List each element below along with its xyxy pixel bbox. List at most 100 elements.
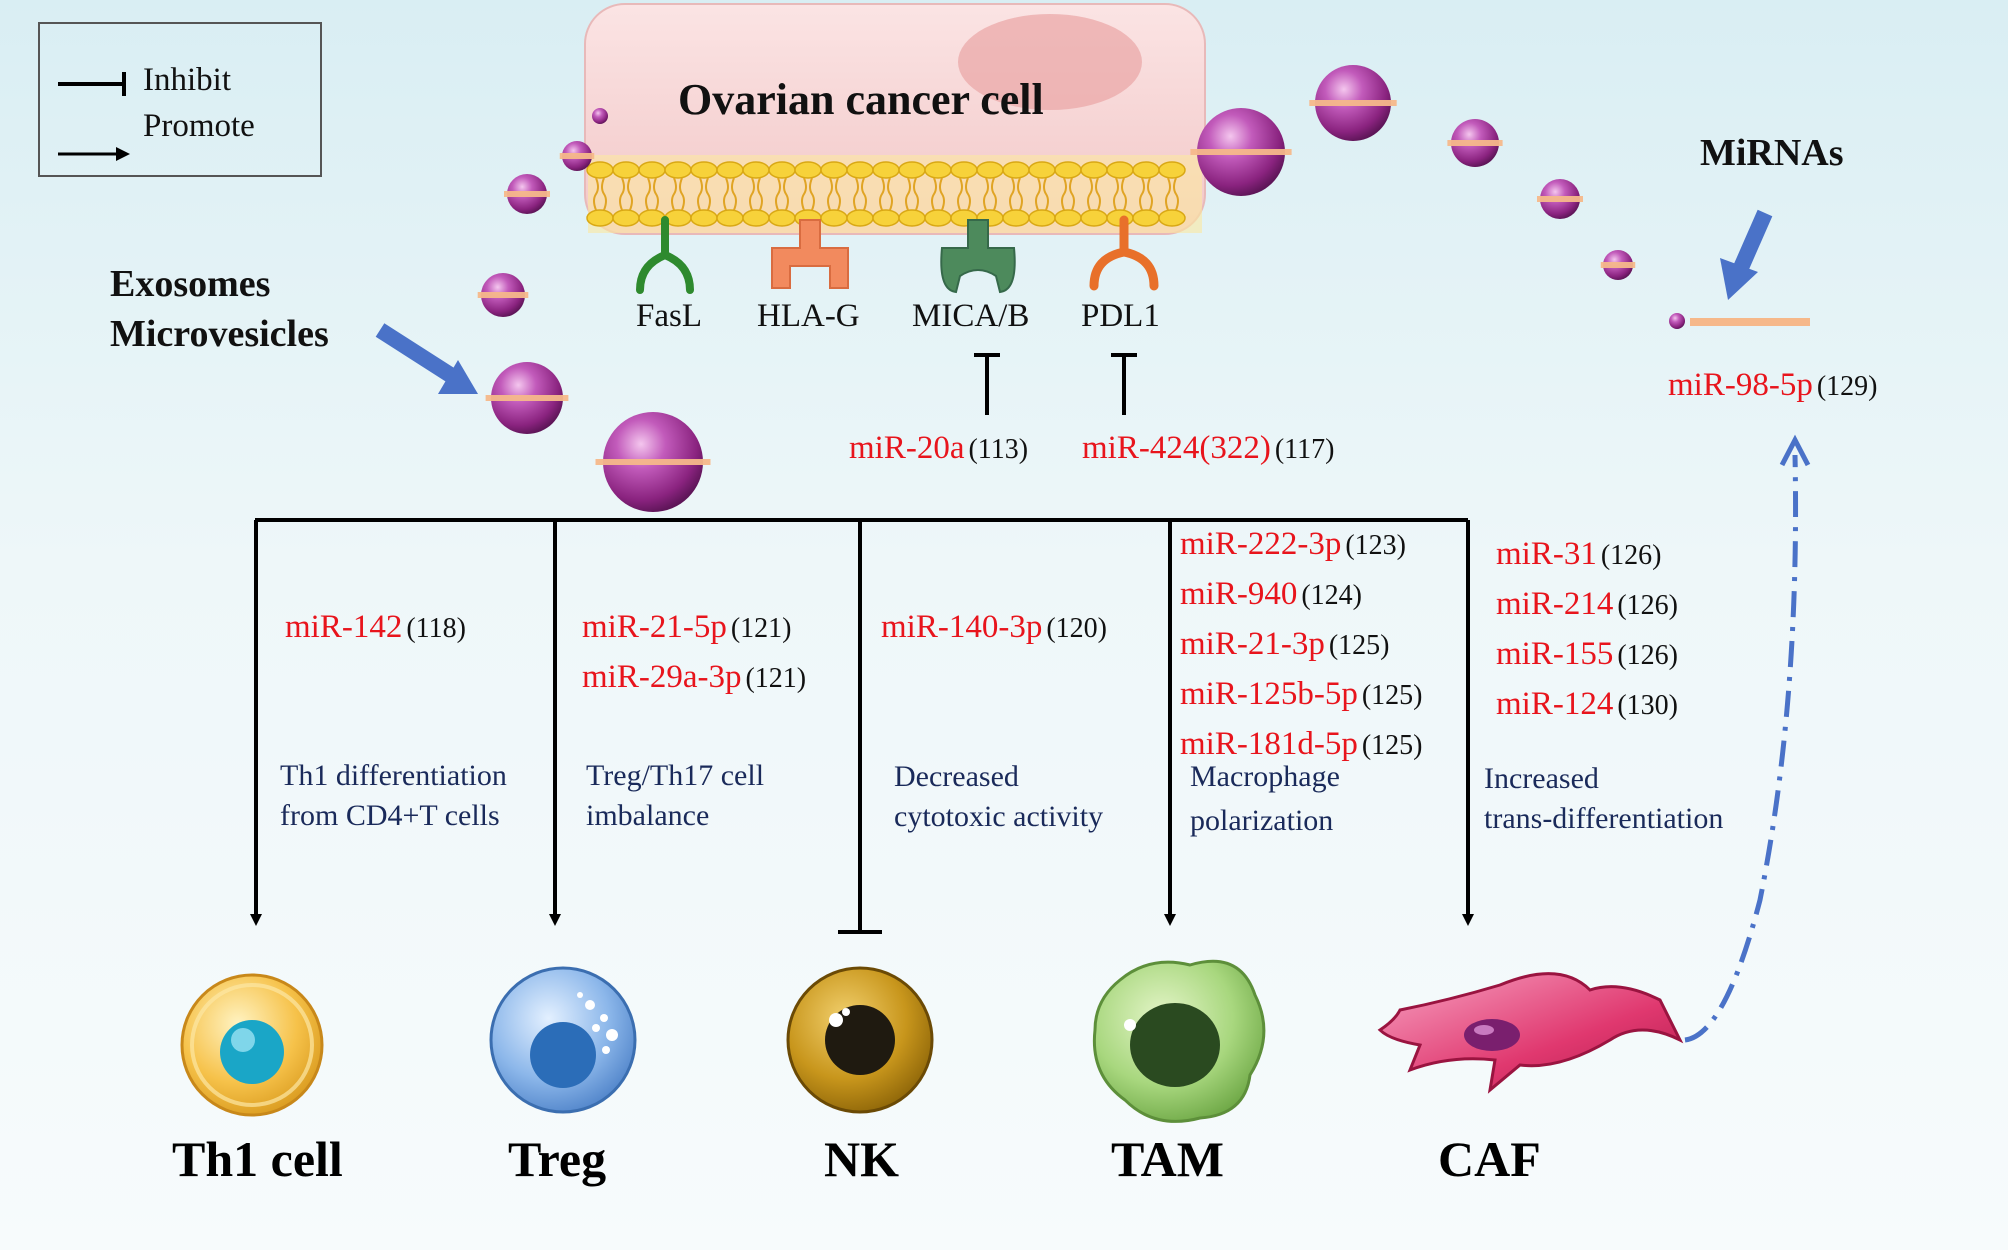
lipid-head bbox=[690, 161, 718, 179]
lipid-head bbox=[924, 209, 952, 227]
tam-mirna-list: miR-222-3p (123) miR-940 (124) miR-21-3p… bbox=[1180, 522, 1422, 772]
mirna-name: miR-98-5p bbox=[1668, 367, 1813, 403]
nk-cell-icon bbox=[786, 966, 934, 1114]
mirna-ref: (121) bbox=[730, 613, 792, 644]
mirna-name: miR-181d-5p bbox=[1180, 726, 1358, 762]
mirna-ref: (121) bbox=[745, 663, 807, 694]
mirna-name: miR-21-3p bbox=[1180, 626, 1325, 662]
mirna-entry: miR-155 (126) bbox=[1496, 632, 1678, 682]
exosome-arrow-icon bbox=[375, 323, 478, 394]
mirna-entry: miR-222-3p (123) bbox=[1180, 522, 1422, 572]
lipid-tail bbox=[1139, 177, 1153, 211]
mirna-name: miR-142 bbox=[285, 609, 403, 645]
lipid-head bbox=[976, 161, 1004, 179]
cell-title: Ovarian cancer cell bbox=[678, 75, 1044, 124]
lipid-head bbox=[690, 209, 718, 227]
promote-symbol-icon bbox=[58, 147, 130, 161]
vesicle-band bbox=[559, 153, 595, 159]
mirna-entry: miR-181d-5p (125) bbox=[1180, 722, 1422, 772]
treg-mirna-list: miR-21-5p (121) miR-29a-3p (121) bbox=[582, 605, 806, 705]
lipid-head bbox=[768, 209, 796, 227]
mirna-name: miR-124 bbox=[1496, 686, 1614, 722]
lipid-head bbox=[820, 161, 848, 179]
lipid-head bbox=[950, 161, 978, 179]
lipid-head bbox=[716, 161, 744, 179]
inhibit-micab-line bbox=[974, 353, 1000, 415]
lipid-head bbox=[898, 161, 926, 179]
treg-effect: Treg/Th17 cell imbalance bbox=[586, 756, 764, 836]
lipid-tail bbox=[697, 177, 711, 211]
effect-line: imbalance bbox=[586, 799, 710, 832]
caf-cell-name: CAF bbox=[1438, 1131, 1541, 1187]
mirna-ref: (126) bbox=[1600, 540, 1662, 571]
lipid-tail bbox=[1087, 177, 1101, 211]
lipid-head bbox=[846, 161, 874, 179]
tam-cell-name: TAM bbox=[1111, 1131, 1224, 1187]
lipid-tail bbox=[723, 177, 737, 211]
caf-effect: Increased trans-differentiation bbox=[1484, 759, 1723, 839]
mir-98-5p-label: miR-98-5p (129) bbox=[1668, 367, 1877, 404]
mirna-entry: miR-29a-3p (121) bbox=[582, 655, 806, 705]
vesicle-icon bbox=[477, 273, 529, 317]
mirna-ref: (113) bbox=[968, 434, 1029, 465]
exosome-vesicles bbox=[477, 65, 1636, 512]
lipid-tail bbox=[1009, 177, 1023, 211]
mirna-ref: (125) bbox=[1328, 630, 1390, 661]
mirna-name: miR-125b-5p bbox=[1180, 676, 1358, 712]
inhibit-pdl1-line bbox=[1111, 353, 1137, 415]
mirna-name: miR-222-3p bbox=[1180, 526, 1342, 562]
lipid-tail bbox=[775, 177, 789, 211]
lipid-head bbox=[586, 209, 614, 227]
legend-promote-label: Promote bbox=[143, 108, 255, 144]
lipid-tail bbox=[1061, 177, 1075, 211]
lipid-tail bbox=[931, 177, 945, 211]
lipid-head bbox=[1002, 161, 1030, 179]
tam-effect: Macrophage polarization bbox=[1190, 755, 1340, 843]
mirna-ref: (125) bbox=[1361, 730, 1423, 761]
mirnas-label: MiRNAs bbox=[1700, 132, 1844, 174]
lipid-tail bbox=[879, 177, 893, 211]
legend-inhibit-label: Inhibit bbox=[143, 62, 231, 98]
lipid-tail bbox=[749, 177, 763, 211]
lipid-head bbox=[1028, 209, 1056, 227]
mirna-entry: miR-21-5p (121) bbox=[582, 605, 806, 655]
mirna-ref: (126) bbox=[1617, 640, 1678, 671]
th1-cell-name: Th1 cell bbox=[172, 1131, 343, 1187]
mirna-entry: miR-140-3p (120) bbox=[881, 605, 1107, 655]
mirna-name: miR-21-5p bbox=[582, 609, 727, 645]
inhibit-to-nk bbox=[838, 520, 882, 934]
vesicle-band bbox=[1600, 262, 1636, 268]
effect-line: polarization bbox=[1190, 804, 1334, 837]
lipid-head bbox=[586, 161, 614, 179]
effect-line: from CD4+T cells bbox=[280, 799, 500, 832]
caf-mirna-list: miR-31 (126) miR-214 (126) miR-155 (126)… bbox=[1496, 532, 1678, 732]
vesicle-band bbox=[477, 292, 529, 298]
lipid-head bbox=[924, 161, 952, 179]
legend-symbols bbox=[58, 72, 130, 161]
lipid-head bbox=[1132, 161, 1160, 179]
lipid-head bbox=[612, 161, 640, 179]
lipid-tail bbox=[1165, 177, 1179, 211]
vesicle-icon bbox=[1537, 179, 1583, 219]
nk-mirna-list: miR-140-3p (120) bbox=[881, 605, 1107, 655]
effect-line: trans-differentiation bbox=[1484, 802, 1724, 835]
nk-cell-name: NK bbox=[824, 1131, 899, 1187]
mirna-arrow-icon bbox=[1720, 209, 1773, 300]
effect-line: Macrophage bbox=[1190, 760, 1340, 793]
lipid-tail bbox=[853, 177, 867, 211]
mirna-entry: miR-31 (126) bbox=[1496, 532, 1678, 582]
mirna-name: miR-31 bbox=[1496, 536, 1597, 572]
effect-line: Th1 differentiation bbox=[280, 759, 507, 792]
mica-b-receptor-icon bbox=[940, 219, 1016, 294]
vesicle-icon bbox=[1309, 65, 1397, 141]
lipid-tail bbox=[905, 177, 919, 211]
mirna-entry: miR-124 (130) bbox=[1496, 682, 1678, 732]
lipid-head bbox=[898, 209, 926, 227]
mirna-entry: miR-125b-5p (125) bbox=[1180, 672, 1422, 722]
lipid-tail bbox=[957, 177, 971, 211]
fasl-receptor-icon bbox=[636, 216, 694, 294]
lipid-head bbox=[1158, 209, 1186, 227]
ovarian-cancer-cell bbox=[584, 3, 1206, 235]
lipid-head bbox=[846, 209, 874, 227]
